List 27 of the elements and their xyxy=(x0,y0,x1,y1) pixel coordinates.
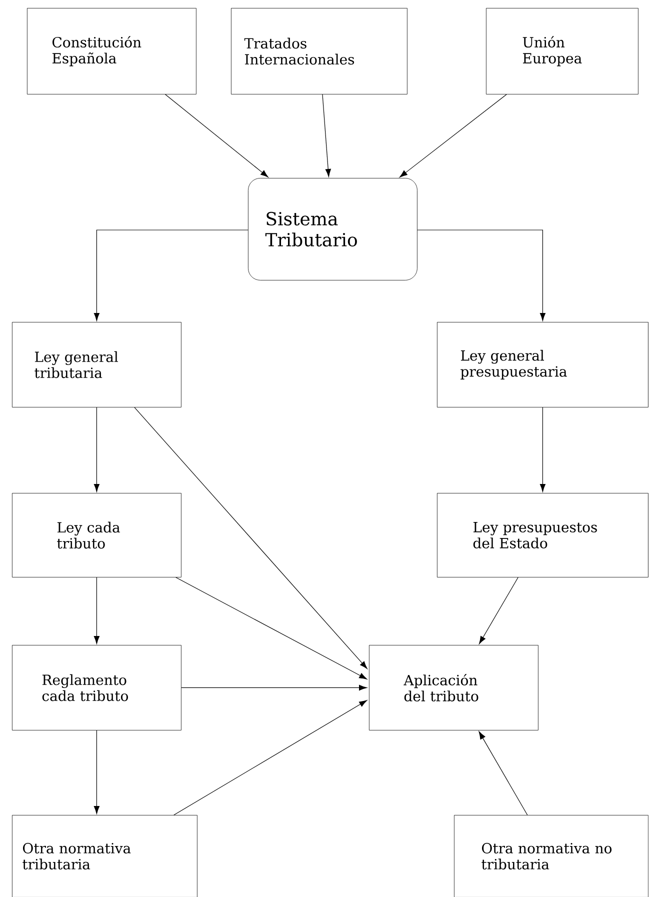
text-box: Otra normativa no tributaria xyxy=(454,815,648,897)
text-box: Ley general tributaria xyxy=(12,322,182,408)
text-box: Otra normativa tributaria xyxy=(12,815,198,897)
arrow xyxy=(174,700,368,816)
arrow xyxy=(540,407,546,492)
arrow xyxy=(399,94,507,178)
text-box: Constitución Española xyxy=(27,8,196,94)
text-box: Tratados Internacionales xyxy=(231,8,408,94)
arrow xyxy=(94,730,100,814)
arrow xyxy=(417,230,546,321)
text-box: Ley presupuestos del Estado xyxy=(437,493,648,578)
arrow xyxy=(176,577,368,680)
text-box: Unión Europea xyxy=(486,8,638,94)
arrow xyxy=(94,230,248,321)
text-box: Ley cada tributo xyxy=(12,493,182,578)
arrow xyxy=(478,577,518,644)
text-box: Aplicación del tributo xyxy=(369,645,538,730)
arrow xyxy=(478,731,528,816)
text-box: Ley general presupuestaria xyxy=(437,322,648,408)
arrow xyxy=(322,94,331,177)
rounded-box: Sistema Tributario xyxy=(248,178,418,280)
arrow xyxy=(181,684,367,691)
text-box: Reglamento cada tributo xyxy=(12,645,182,730)
arrow xyxy=(164,94,268,178)
arrow xyxy=(94,407,100,492)
arrow xyxy=(134,407,368,669)
arrow xyxy=(94,577,100,644)
